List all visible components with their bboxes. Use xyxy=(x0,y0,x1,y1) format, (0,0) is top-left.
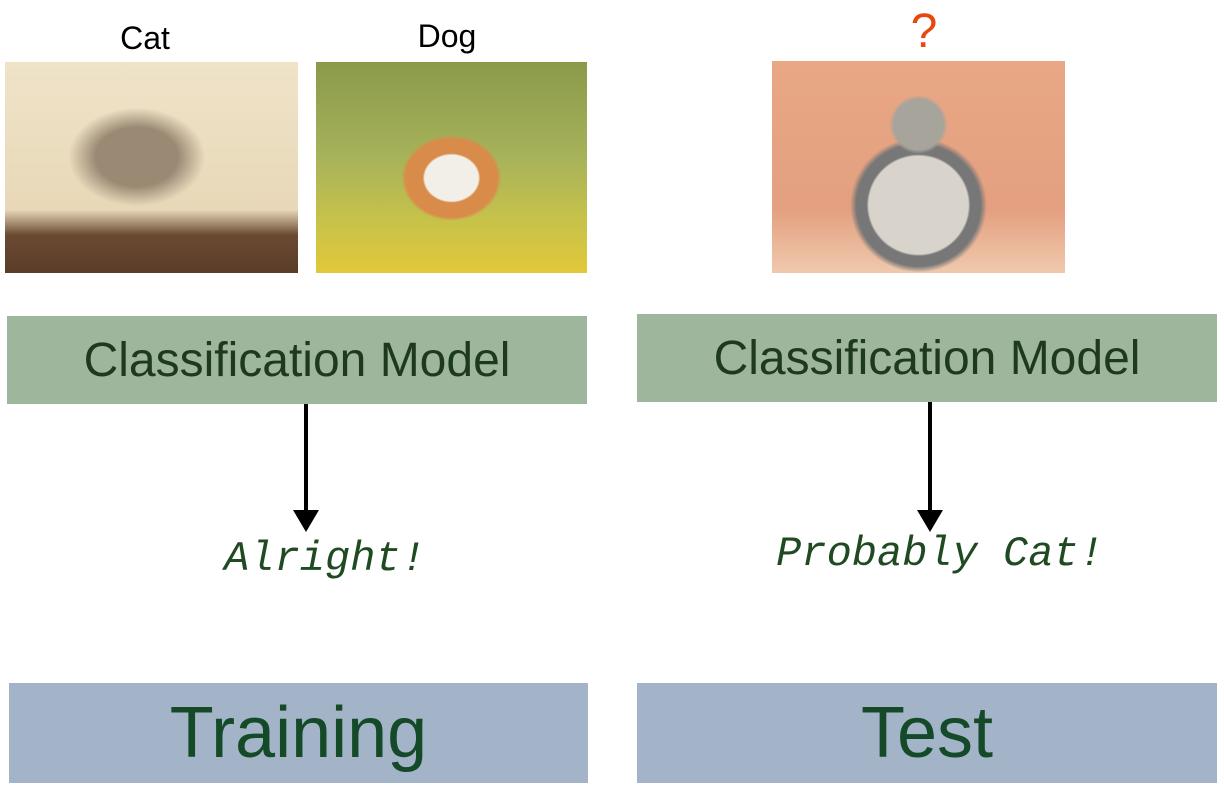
model-label: Classification Model xyxy=(83,333,511,387)
test-arrow-icon xyxy=(917,402,943,532)
dog-label: Dog xyxy=(417,18,477,54)
sitting-cat-photo xyxy=(772,61,1065,273)
training-classification-model: Classification Model xyxy=(7,316,587,404)
model-label: Classification Model xyxy=(713,331,1141,385)
question-mark: ? xyxy=(910,5,938,58)
test-output: Probably Cat! xyxy=(776,530,1104,578)
training-stage-box: Training xyxy=(9,683,588,783)
kitten-photo xyxy=(5,62,298,273)
corgi-photo xyxy=(316,62,587,273)
test-stage-box: Test xyxy=(637,683,1217,783)
training-arrow-icon xyxy=(293,404,319,532)
stage-label: Test xyxy=(860,693,994,773)
training-output: Alright! xyxy=(224,535,426,583)
stage-label: Training xyxy=(169,693,428,773)
test-classification-model: Classification Model xyxy=(637,314,1217,402)
cat-label: Cat xyxy=(120,20,170,56)
